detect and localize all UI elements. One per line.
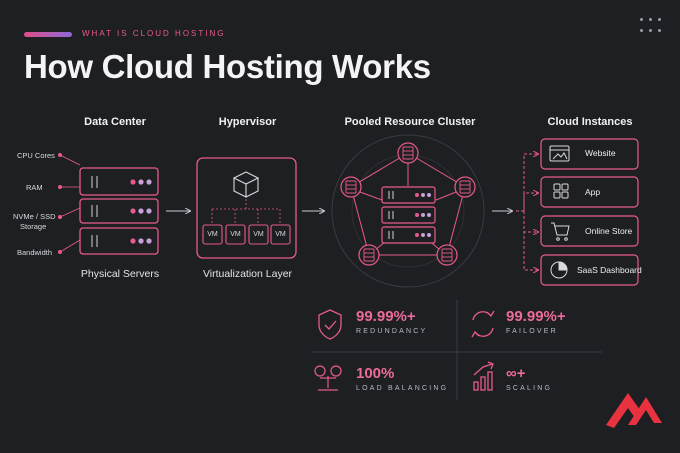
kicker-accent-bar [24, 32, 72, 37]
vm-boxes [202, 224, 291, 245]
vm-label-1: VM [207, 231, 218, 238]
browser-icon [549, 145, 570, 162]
vm-label-2: VM [230, 231, 241, 238]
balance-scale-icon [314, 365, 342, 391]
instance-store-label: Online Store [585, 226, 633, 236]
vm-label-4: VM [275, 231, 286, 238]
vm-label-3: VM [253, 231, 264, 238]
cube-icon [232, 171, 260, 198]
stat-load-balancing-value: 100% [356, 365, 395, 382]
server-rack [79, 167, 159, 255]
instance-saas-label: SaaS Dashboard [577, 265, 642, 275]
instance-cards [540, 138, 639, 286]
page-title: How Cloud Hosting Works [24, 48, 431, 85]
spec-label-nvme: NVMe / SSD [13, 212, 56, 221]
instances-heading: Cloud Instances [547, 116, 633, 128]
cluster-nodes [340, 142, 476, 266]
fanout-connectors [516, 154, 538, 270]
spec-label-cpu: CPU Cores [17, 151, 55, 160]
kicker-text: WHAT IS CLOUD HOSTING [82, 29, 226, 38]
dashboard-icon [550, 261, 568, 279]
spec-label-storage: Storage [20, 222, 47, 231]
shield-check-icon [318, 309, 342, 340]
instance-website-label: Website [585, 148, 616, 158]
stat-failover-value: 99.99%+ [506, 308, 566, 325]
data-center-caption: Physical Servers [80, 268, 160, 280]
cluster-heading: Pooled Resource Cluster [344, 116, 476, 128]
app-grid-icon [553, 183, 569, 199]
spec-connectors [58, 152, 81, 254]
stat-failover-label: FAILOVER [506, 328, 558, 335]
central-server-details [388, 191, 431, 239]
more-options-icon[interactable] [640, 18, 662, 34]
spec-label-bandwidth: Bandwidth [17, 248, 53, 257]
stat-redundancy-label: REDUNDANCY [356, 328, 428, 335]
brand-logo [606, 393, 662, 428]
central-server-stack [381, 186, 436, 244]
instance-app-label: App [585, 187, 601, 197]
stat-scaling-label: SCALING [506, 385, 553, 392]
stat-scaling-value: ∞+ [506, 365, 526, 382]
spec-label-ram: RAM [26, 183, 43, 192]
cart-icon [551, 222, 570, 241]
stat-load-balancing-label: LOAD BALANCING [356, 385, 449, 392]
vm-tree [211, 199, 281, 224]
server-details [91, 176, 98, 247]
stat-redundancy-value: 99.99%+ [356, 308, 416, 325]
hypervisor-box [196, 157, 297, 259]
cluster-ring-outer [331, 134, 485, 288]
refresh-icon [471, 310, 495, 338]
cluster-node-icons [345, 146, 471, 262]
hypervisor-caption: Virtualization Layer [202, 268, 293, 280]
data-center-heading: Data Center [84, 116, 146, 128]
growth-chart-icon [473, 361, 494, 391]
server-leds [130, 179, 152, 244]
hypervisor-heading: Hypervisor [218, 116, 277, 128]
